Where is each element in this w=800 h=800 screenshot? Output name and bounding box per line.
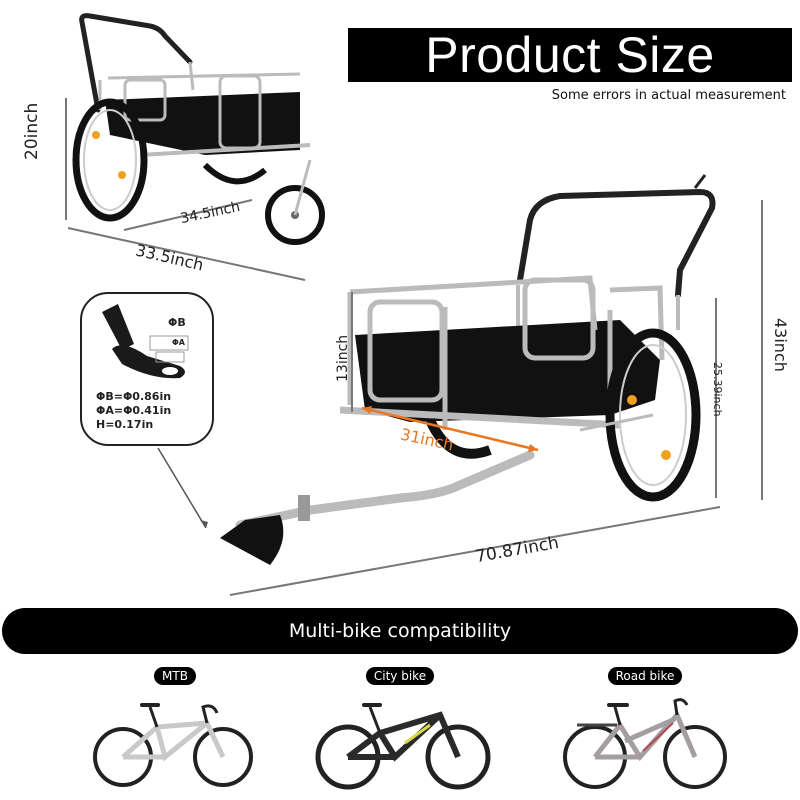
dimension-height-small: 20inch — [22, 102, 42, 160]
hitch-coupler-icon — [102, 304, 189, 379]
hitch-pointer-arrow — [157, 447, 208, 529]
bike-road-icon — [563, 698, 727, 789]
bike-city: City bike — [310, 665, 491, 795]
hitch-spec-card: ΦB ΦA ΦB=Φ0.86in ΦA=Φ0.41in H=0.17in — [80, 292, 214, 446]
hitch-spec-a: ΦA=Φ0.41in — [96, 404, 172, 417]
hitch-spec-h: H=0.17in — [96, 418, 154, 431]
page-title: Product Size — [348, 27, 792, 83]
hitch-spec-b: ΦB=Φ0.86in — [96, 390, 172, 403]
bike-label-city: City bike — [365, 667, 435, 685]
bike-mtb: MTB — [85, 665, 265, 795]
bike-mtb-icon — [93, 703, 253, 787]
compatibility-banner: Multi-bike compatibility — [2, 608, 798, 654]
small-trailer-illustration — [65, 13, 325, 281]
dimension-wheel-height: 25.39inch — [711, 362, 724, 417]
bike-label-mtb: MTB — [154, 667, 196, 685]
bike-city-icon — [315, 703, 491, 790]
bike-label-road: Road bike — [607, 667, 683, 685]
bike-road: Road bike — [555, 665, 735, 795]
hitch-label-b: ΦB — [168, 316, 186, 329]
hitch-label-a: ΦA — [172, 338, 185, 347]
dimension-cargo-height: 13inch — [335, 334, 351, 382]
measurement-disclaimer: Some errors in actual measurement — [551, 88, 786, 103]
hitch-specs: ΦB=Φ0.86in ΦA=Φ0.41in H=0.17in — [96, 390, 171, 432]
main-trailer-illustration — [220, 174, 763, 596]
dimension-total-height: 43inch — [771, 318, 790, 372]
